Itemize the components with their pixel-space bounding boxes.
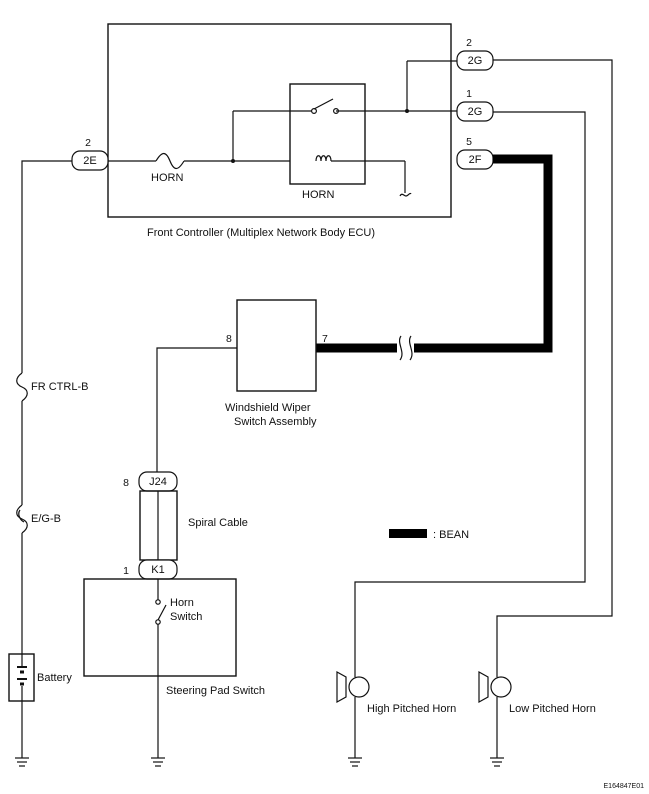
horn-fuse-label: HORN <box>151 172 183 184</box>
eg-fuse-link <box>18 509 25 523</box>
wiper-pin-left: 8 <box>226 333 232 345</box>
horn-relay-box <box>289 83 366 185</box>
horn-switch-contact <box>155 599 161 605</box>
svg-text:2F: 2F <box>469 154 482 166</box>
connector-2g-top: 2G 2 <box>456 37 494 71</box>
pin-number: 8 <box>123 477 129 489</box>
horn-relay-label: HORN <box>302 189 334 201</box>
eg-fuse-label: E/G-B <box>31 513 61 525</box>
bus-break-mark <box>398 335 403 361</box>
fr-ctrl-fuse-symbol <box>16 372 28 402</box>
bean-legend-label: : BEAN <box>433 529 469 541</box>
high-horn-label: High Pitched Horn <box>367 703 456 715</box>
horn-fuse-symbol <box>155 152 185 170</box>
low-horn-symbol <box>478 670 512 704</box>
svg-text:K1: K1 <box>151 564 164 576</box>
horn-switch-contact <box>155 619 161 625</box>
svg-text:J24: J24 <box>149 476 167 488</box>
figure-id: E164847E01 <box>604 783 645 790</box>
horn-switch-label-line1: Horn <box>170 597 194 609</box>
internal-ground-icon <box>399 192 412 197</box>
wiper-label-line2: Switch Assembly <box>234 416 317 428</box>
connector-k1: K1 1 <box>123 559 178 580</box>
bean-bus-line <box>414 154 553 353</box>
horn-switch-blade <box>157 604 167 621</box>
eg-fuse-symbol <box>16 504 28 534</box>
connector-2f: 2F 5 <box>456 136 494 170</box>
high-horn-symbol <box>336 670 370 704</box>
wiper-switch-box <box>236 299 317 392</box>
relay-coil-symbol <box>315 155 332 162</box>
battery-label: Battery <box>37 672 72 684</box>
pin-number: 1 <box>123 565 129 577</box>
pin-number: 5 <box>466 136 472 148</box>
fr-ctrl-fuse-label: FR CTRL-B <box>31 381 88 393</box>
front-controller-label: Front Controller (Multiplex Network Body… <box>147 227 375 239</box>
connector-2g-mid: 2G 1 <box>456 88 494 122</box>
pin-number: 2 <box>85 137 91 149</box>
pin-number: 1 <box>466 88 472 100</box>
steering-pad-label: Steering Pad Switch <box>166 685 265 697</box>
svg-text:2G: 2G <box>468 55 483 67</box>
wire-wiper-j24 <box>156 347 237 472</box>
wire-2g-high-horn <box>354 111 586 677</box>
svg-text:2E: 2E <box>83 155 96 167</box>
relay-contact-left <box>311 107 318 114</box>
spiral-cable-label: Spiral Cable <box>188 517 248 529</box>
bean-legend-swatch <box>389 529 427 538</box>
ground-icon <box>15 757 29 767</box>
pin-number: 2 <box>466 37 472 49</box>
wiper-label-line1: Windshield Wiper <box>225 402 311 414</box>
wire-2g-low-horn <box>493 59 613 677</box>
connector-2e: 2E 2 <box>71 137 109 171</box>
ground-icon <box>348 757 362 767</box>
relay-switch-blade <box>313 98 334 110</box>
bus-break-mark <box>408 335 413 361</box>
horn-switch-label-line2: Switch <box>170 611 202 623</box>
low-horn-label: Low Pitched Horn <box>509 703 596 715</box>
steering-pad-box <box>83 578 237 677</box>
connector-j24: J24 8 <box>123 471 178 492</box>
wiper-pin-right: 7 <box>322 333 328 345</box>
svg-text:2G: 2G <box>468 106 483 118</box>
wire-2e-fuse-frctrl <box>21 160 72 373</box>
ground-icon <box>151 757 165 767</box>
ground-icon <box>490 757 504 767</box>
front-controller-box <box>107 23 452 218</box>
